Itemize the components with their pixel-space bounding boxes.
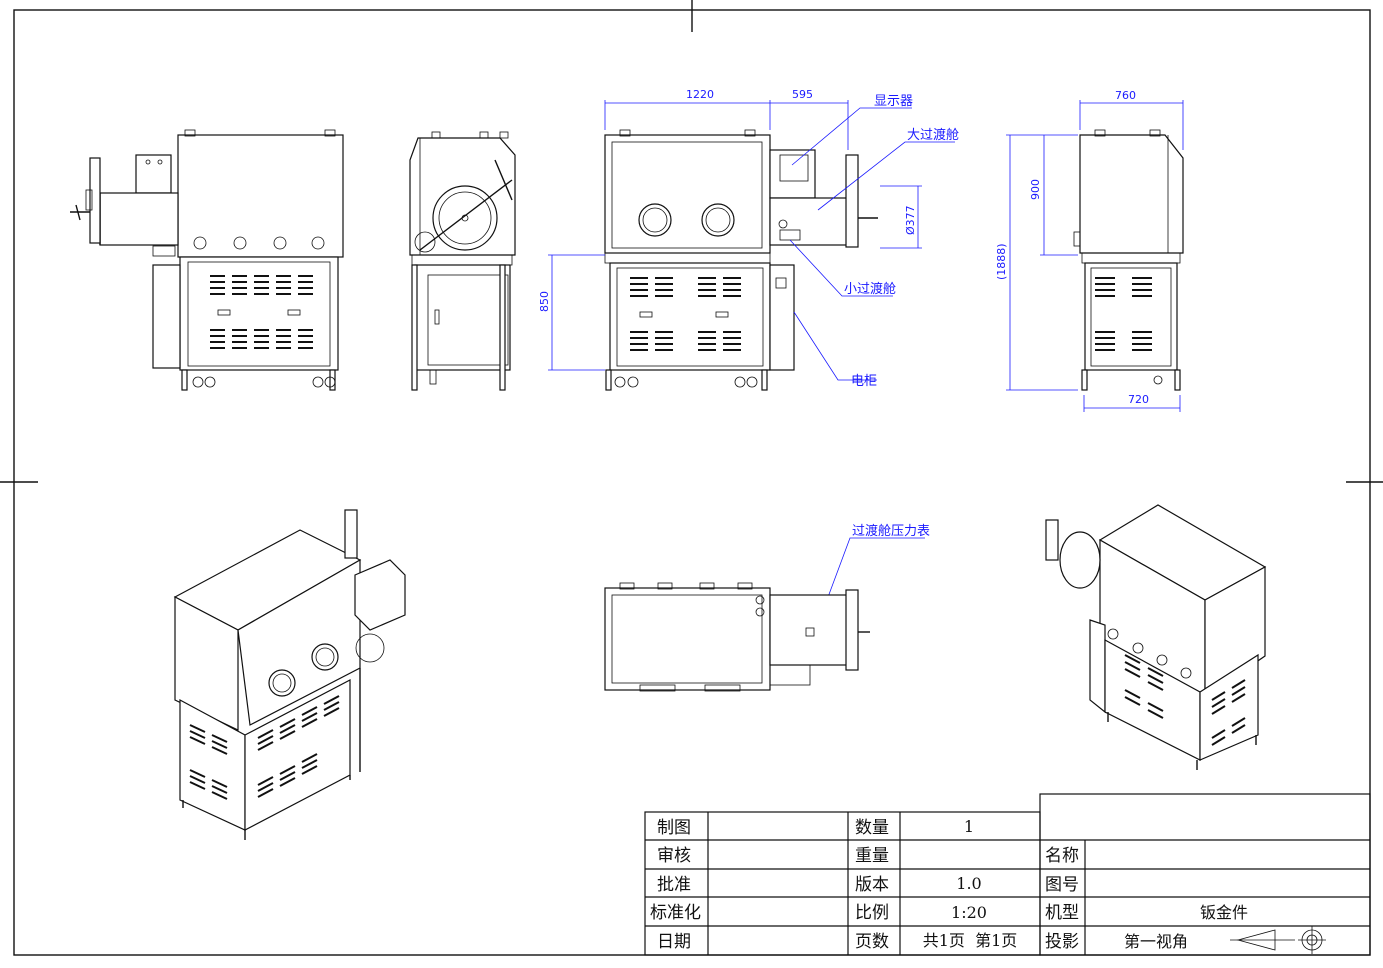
dim-377: Ø377 (904, 205, 917, 235)
tb-label-qty: 数量 (855, 818, 889, 838)
callout-large-chamber: 大过渡舱 (907, 127, 959, 143)
tb-value-projection: 第一视角 (1124, 932, 1188, 951)
tb-label-weight: 重量 (855, 846, 889, 866)
tb-label-checked: 审核 (657, 846, 691, 866)
tb-label-version: 版本 (855, 875, 889, 895)
title-block-left-labels: 制图 审核 批准 标准化 日期 (650, 818, 701, 952)
projection-symbol-icon (1230, 926, 1326, 954)
right-view (1006, 100, 1184, 412)
left-view (70, 129, 344, 391)
tb-value-pages: 共1页 第1页 (923, 931, 1018, 950)
side-view (409, 131, 516, 391)
tb-label-approved: 批准 (657, 875, 691, 895)
tb-value-qty: 1 (964, 817, 974, 836)
dim-850: 850 (538, 291, 551, 312)
tb-label-standard: 标准化 (650, 903, 701, 923)
tb-value-version: 1.0 (956, 874, 981, 893)
tb-label-drawn: 制图 (657, 818, 691, 838)
tb-label-projection: 投影 (1045, 932, 1079, 952)
callout-cabinet: 电柜 (851, 374, 877, 389)
dim-900: 900 (1029, 179, 1042, 200)
tb-value-scale: 1:20 (951, 903, 987, 922)
callout-gauge: 过渡舱压力表 (852, 523, 930, 539)
dim-760: 760 (1115, 89, 1136, 102)
dim-595: 595 (792, 88, 813, 101)
tb-label-drawing-no: 图号 (1045, 875, 1079, 895)
title-block (644, 793, 1371, 956)
title-block-right-values: 钣金件 第一视角 (1124, 903, 1248, 951)
title-block-mid-values: 1 1.0 1:20 共1页 第1页 (923, 817, 1018, 950)
iso-view-right (1045, 504, 1267, 770)
dim-1888: (1888) (995, 243, 1008, 280)
callout-small-chamber: 小过渡舱 (844, 281, 896, 297)
title-block-right-labels: 名称 图号 机型 投影 (1045, 846, 1079, 952)
tb-label-model: 机型 (1045, 903, 1079, 923)
tb-label-name: 名称 (1045, 846, 1079, 866)
top-view (604, 582, 870, 692)
tb-label-date: 日期 (657, 932, 691, 952)
tb-label-pages: 页数 (855, 932, 889, 952)
front-view (548, 100, 922, 391)
tb-value-model: 钣金件 (1200, 903, 1248, 922)
callout-leaders (789, 107, 955, 633)
title-block-mid-labels: 数量 重量 版本 比例 页数 (855, 818, 889, 952)
center-marks (0, 0, 1383, 483)
dim-1220: 1220 (686, 88, 714, 101)
tb-label-scale: 比例 (855, 903, 889, 923)
callout-display: 显示器 (874, 94, 913, 109)
iso-view-left (173, 509, 406, 840)
dim-720: 720 (1128, 393, 1149, 406)
